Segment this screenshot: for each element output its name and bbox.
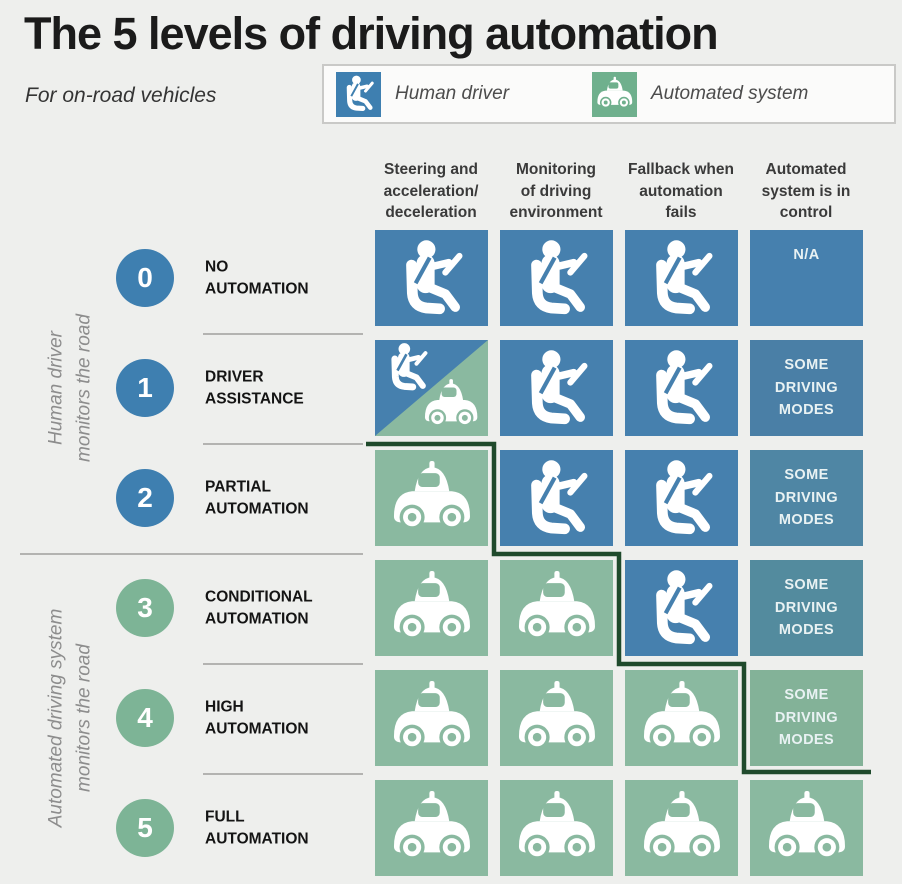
human-driver-icon	[336, 71, 381, 117]
automated-car-icon	[630, 675, 734, 761]
row-5-label: FULL AUTOMATION	[205, 808, 309, 847]
human-driver-icon	[635, 347, 728, 430]
legend-item-automated-system: Automated system	[592, 66, 808, 122]
automated-car-icon	[380, 565, 484, 651]
automated-car-icon	[755, 785, 859, 871]
cell-text: SOME DRIVING MODES	[774, 577, 839, 639]
automated-car-icon	[380, 675, 484, 761]
human-driver-icon	[635, 237, 728, 320]
cell-r5-c0-car	[375, 780, 488, 876]
cell-text: N/A	[793, 247, 820, 263]
cell-r1-c2-human	[625, 340, 738, 436]
cell-r1-c3-text: SOME DRIVING MODES	[750, 340, 863, 436]
automated-car-icon	[380, 785, 484, 871]
legend-item-human-driver: Human driver	[336, 66, 509, 122]
cell-r5-c1-car	[500, 780, 613, 876]
cell-r4-c3-text: SOME DRIVING MODES	[750, 670, 863, 766]
human-driver-icon	[385, 237, 478, 320]
human-driver-icon	[635, 457, 728, 540]
row-4-label: HIGH AUTOMATION	[205, 698, 309, 737]
human-driver-icon	[510, 347, 603, 430]
row-1-label: DRIVER ASSISTANCE	[205, 368, 304, 407]
cell-r3-c0-car	[375, 560, 488, 656]
human-driver-icon	[510, 237, 603, 320]
row-separator	[203, 773, 363, 775]
legend-label: Human driver	[395, 83, 510, 104]
column-header-monitoring: Monitoring of driving environment	[509, 160, 603, 222]
group-label-text: Human driver monitors the road	[45, 314, 94, 462]
column-header-system-control: Automated system is in control	[761, 160, 851, 222]
page-title: The 5 levels of driving automation	[24, 8, 719, 59]
cell-r3-c3-text: SOME DRIVING MODES	[750, 560, 863, 656]
group-label-human-driver: Human driver monitors the road	[18, 230, 122, 546]
row-separator	[203, 663, 363, 665]
cell-r4-c2-car	[625, 670, 738, 766]
cell-r0-c0-human	[375, 230, 488, 326]
level-4-badge: 4	[116, 689, 174, 747]
cell-r5-c3-car	[750, 780, 863, 876]
cell-r4-c0-car	[375, 670, 488, 766]
legend-label: Automated system	[651, 83, 809, 104]
human-driver-icon	[510, 457, 603, 540]
automated-car-icon	[415, 375, 487, 435]
cell-r3-c2-human	[625, 560, 738, 656]
row-separator	[203, 333, 363, 335]
cell-r2-c1-human	[500, 450, 613, 546]
cell-r2-c2-human	[625, 450, 738, 546]
automated-car-icon	[505, 785, 609, 871]
group-label-automated-system: Automated driving system monitors the ro…	[18, 560, 122, 876]
level-0-badge: 0	[116, 249, 174, 307]
group-label-text: Automated driving system monitors the ro…	[45, 608, 94, 828]
human-driver-icon	[377, 341, 438, 394]
cell-r2-c3-text: SOME DRIVING MODES	[750, 450, 863, 546]
cell-text: SOME DRIVING MODES	[774, 467, 839, 529]
automated-car-icon	[592, 71, 637, 117]
cell-r0-c1-human	[500, 230, 613, 326]
row-separator	[203, 443, 363, 445]
human-driver-icon	[635, 567, 728, 650]
cell-r1-c1-human	[500, 340, 613, 436]
cell-r2-c0-car	[375, 450, 488, 546]
legend: Human driver Automated system	[322, 64, 896, 124]
cell-r0-c2-human	[625, 230, 738, 326]
group-separator	[20, 553, 363, 555]
cell-text: SOME DRIVING MODES	[774, 357, 839, 419]
row-3-label: CONDITIONAL AUTOMATION	[205, 588, 313, 627]
automated-car-icon	[630, 785, 734, 871]
cell-r4-c1-car	[500, 670, 613, 766]
cell-r1-c0-split	[375, 340, 488, 436]
level-2-badge: 2	[116, 469, 174, 527]
cell-r3-c1-car	[500, 560, 613, 656]
automated-car-icon	[380, 455, 484, 541]
level-1-badge: 1	[116, 359, 174, 417]
row-0-label: NO AUTOMATION	[205, 258, 309, 297]
page-subtitle: For on-road vehicles	[25, 84, 217, 107]
column-header-steering: Steering and acceleration/ deceleration	[383, 160, 479, 222]
cell-text: SOME DRIVING MODES	[774, 687, 839, 749]
level-3-badge: 3	[116, 579, 174, 637]
level-5-badge: 5	[116, 799, 174, 857]
column-header-fallback: Fallback when automation fails	[628, 160, 734, 222]
row-2-label: PARTIAL AUTOMATION	[205, 478, 309, 517]
cell-r5-c2-car	[625, 780, 738, 876]
cell-r0-c3-text: N/A	[750, 230, 863, 326]
automated-car-icon	[505, 565, 609, 651]
automated-car-icon	[505, 675, 609, 761]
